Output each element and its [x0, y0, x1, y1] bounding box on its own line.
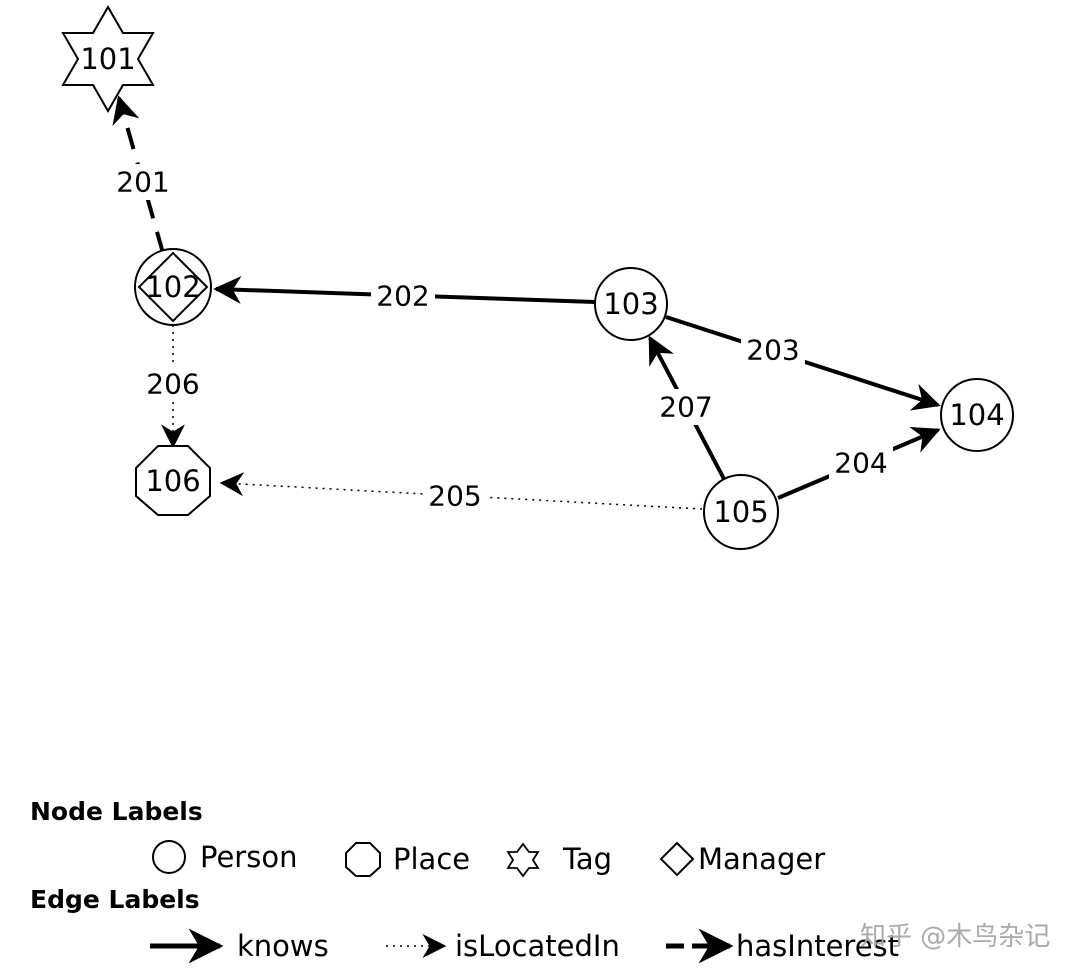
place-shape-icon: [345, 842, 381, 877]
node-101-tag: 101: [61, 4, 155, 114]
edge-202: 202: [213, 275, 596, 314]
node-102-person-manager: 102: [134, 248, 212, 326]
edge-label-206: 206: [146, 368, 199, 401]
node-label-104: 104: [949, 398, 1004, 432]
edge-label-201: 201: [116, 166, 169, 199]
legend-hasinterest-label: hasInterest: [736, 929, 899, 963]
legend-place-label: Place: [393, 842, 470, 876]
edge-label-205: 205: [428, 480, 481, 513]
manager-diamond-icon: [659, 841, 695, 877]
node-103-person: 103: [594, 267, 668, 341]
person-shape-icon: [152, 840, 186, 874]
legend-knows-label: knows: [237, 929, 329, 963]
node-label-103: 103: [603, 287, 658, 321]
edge-207: 207: [648, 335, 726, 480]
edge-204: 204: [777, 426, 941, 500]
edge-label-202: 202: [376, 280, 429, 313]
legend-person-label: Person: [200, 840, 297, 874]
watermark: 知乎 @木鸟杂记: [860, 922, 1050, 952]
tag-star-icon: [506, 842, 540, 878]
legend-islocatedin-label: isLocatedIn: [455, 929, 620, 963]
edge-201: 201: [112, 95, 174, 254]
node-105-person: 105: [703, 474, 779, 550]
node-106-place: 106: [135, 445, 211, 516]
node-label-106: 106: [145, 464, 200, 498]
node-label-102: 102: [145, 270, 200, 304]
edge-203: 203: [665, 315, 941, 411]
node-104-person: 104: [940, 378, 1014, 452]
edge-label-203: 203: [746, 334, 799, 367]
edge-label-204: 204: [834, 447, 887, 480]
node-label-101: 101: [80, 42, 135, 76]
legend: Node Labels Person Place Tag Manager Edg…: [30, 797, 899, 964]
legend-tag-label: Tag: [562, 842, 612, 876]
edge-205: 205: [219, 472, 703, 514]
legend-edge-heading: Edge Labels: [30, 885, 200, 914]
legend-node-heading: Node Labels: [30, 797, 203, 826]
edge-label-207: 207: [659, 391, 712, 424]
edge-206: 206: [141, 325, 205, 449]
node-label-105: 105: [713, 495, 768, 529]
legend-manager-label: Manager: [698, 842, 825, 876]
